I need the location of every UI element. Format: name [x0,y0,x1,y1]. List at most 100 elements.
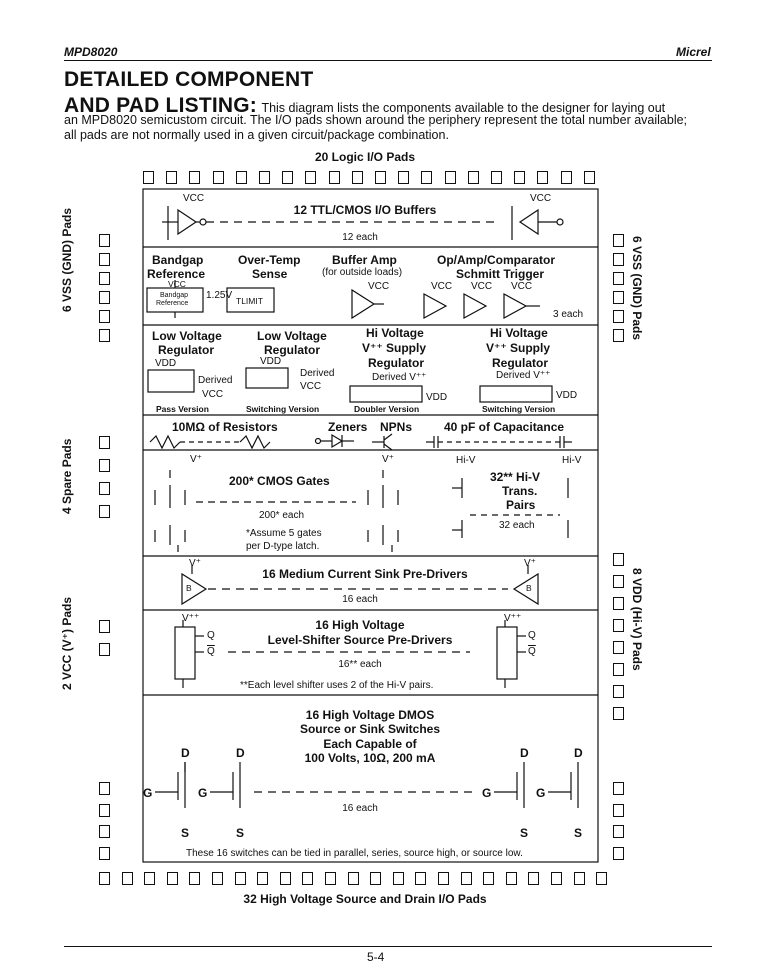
pass-version: Pass Version [156,404,209,414]
hv-io-pad [189,872,201,885]
logic-io-pad [398,171,410,184]
vss-pad [99,234,110,247]
dmos-g-4: G [536,786,546,800]
hvr1-line1: Hi Voltage [366,326,424,340]
logic-io-pad [143,171,154,184]
shifter-qbar-left: Q [207,646,215,657]
predriver-vplus-right: V⁺ [524,558,536,569]
hv-io-pad [279,872,291,885]
page-number: 5-4 [367,950,385,964]
buffer-amp-note: (for outside loads) [322,267,403,278]
dmos-g-2: G [198,786,208,800]
shifter-q-right: Q [528,630,536,641]
shifter-q-left: Q [207,630,215,641]
hvr1-line3: Regulator [368,356,425,370]
hv-io-pad [613,782,624,795]
dmos-d-4: D [574,746,583,760]
lvr2-vdd: VDD [260,356,282,367]
hv-io-pad [99,872,110,885]
logic-io-pad [166,171,178,184]
die-outline [142,188,599,863]
hv-io-pad [166,872,178,885]
vss-pad [613,272,624,285]
shifter-qbar-right: Q [528,646,536,657]
vdd-pad [613,597,624,610]
dmos-title-1: 16 High Voltage DMOS [305,708,435,722]
hvr2-line2: V⁺⁺ Supply [486,341,551,355]
logic-io-pad [444,171,456,184]
hv-io-pad [613,803,624,817]
vcc-pad [99,620,110,633]
hv-io-pad [438,872,449,885]
logic-io-pad [189,171,201,184]
vcc-pad [99,643,110,656]
pairs-each: 32 each [499,520,535,531]
hvr2-line1: Hi Voltage [490,326,548,340]
opamp-vcc-3: VCC [511,281,533,292]
top-pads-label: 20 Logic I/O Pads [314,150,416,164]
opamp-label: Op/Amp/Comparator [437,253,556,267]
shifter-vpp-left: V⁺⁺ [182,613,200,624]
brand: Micrel [676,45,711,59]
hv-io-pad [99,846,110,860]
lvr1-line1: Low Voltage [152,329,222,343]
hv-io-pad [99,825,110,838]
cmos-gate-right [367,470,399,552]
pairs-line2: Trans. [502,484,538,498]
dmos-s-2: S [236,826,245,840]
dmos-s-4: S [574,826,583,840]
vss-pad [99,253,110,266]
hvr1-vdd: VDD [426,392,448,403]
spare-pad [99,459,110,472]
hv-io-pad [234,872,246,885]
dmos-s-3: S [520,826,529,840]
logic-io-pad [467,171,479,184]
hvr2-derived: Derived V⁺⁺ [496,370,551,381]
vss-pad [613,253,624,266]
dmos-title-3: Each Capable of [323,737,417,751]
page-title-line2: AND PAD LISTING: [64,94,257,117]
reference-label: Reference [147,267,206,281]
npns-label: NPNs [380,420,413,434]
vss-pad [613,329,624,342]
hv-io-pad [613,846,624,860]
ttl-vcc-right: VCC [530,193,552,204]
vss-pad [613,291,624,304]
predriver-each: 16 each [342,594,378,605]
logic-io-pad [351,171,363,184]
logic-io-pad [328,171,340,184]
hv-io-pad [325,872,336,885]
switching-version: Switching Version [246,404,320,414]
lvr1-vdd: VDD [155,358,177,369]
vdd-pad [613,663,624,676]
dmos-g-3: G [482,786,492,800]
intro-first: This diagram lists the components availa… [261,101,666,115]
spare-pad [99,436,110,449]
cmos-vplus-left: V⁺ [190,454,202,465]
logic-io-pad [583,171,595,184]
vdd-pad [613,685,624,698]
hvr1-derived: Derived V⁺⁺ [372,372,427,383]
hiv-right: Hi-V [562,455,582,466]
tlimit-label: TLIMIT [236,296,263,306]
doc-id: MPD8020 [64,45,118,59]
resistors-label: 10MΩ of Resistors [172,420,278,434]
shifter-each: 16** each [338,659,382,670]
sense-label: Sense [252,267,288,281]
footer-rule [64,946,712,947]
hv-io-pad [573,872,585,885]
shifter-vpp-right: V⁺⁺ [504,613,522,624]
logic-io-pad [537,171,549,184]
capacitance-label: 40 pF of Capacitance [444,420,565,434]
vss-pad [613,310,624,323]
spare-pad [99,482,110,495]
intro-rest: an MPD8020 semicustom circuit. The I/O p… [64,113,688,142]
vss-pad [613,234,624,247]
cmos-vplus-right: V⁺ [382,454,394,465]
predriver-b-right: B [526,583,532,593]
page-title-line1: DETAILED COMPONENT [64,68,314,91]
hiv-left: Hi-V [456,455,476,466]
hv-io-pad [121,872,133,885]
vdd-pad [613,707,624,720]
hv-io-pad [528,872,540,885]
